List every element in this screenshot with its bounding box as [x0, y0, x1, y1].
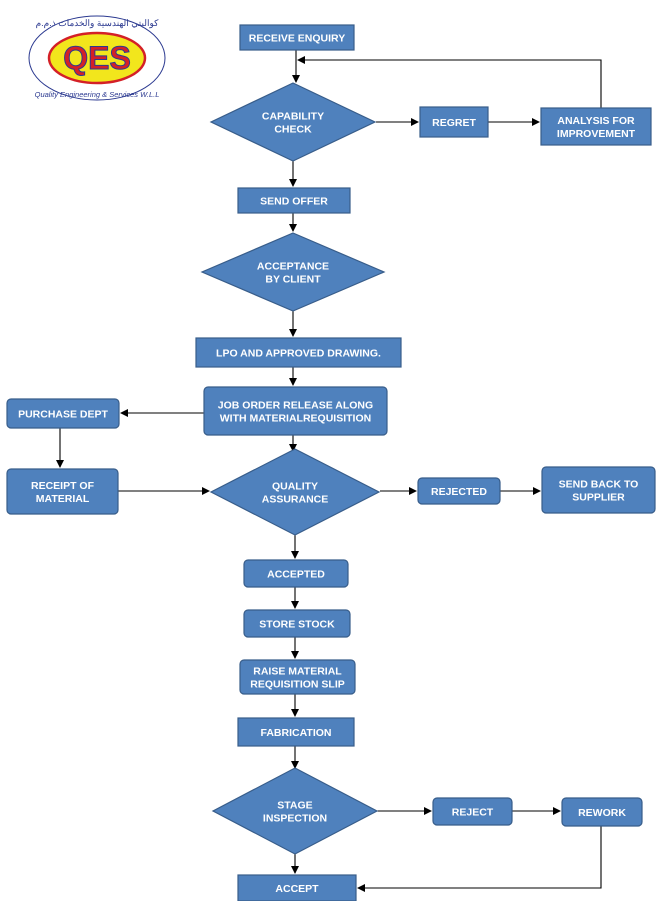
node-fabrication-label: FABRICATION	[261, 727, 332, 739]
node-send-offer: SEND OFFER	[237, 187, 351, 214]
node-send-offer-shape	[237, 187, 351, 214]
node-analysis-label: IMPROVEMENT	[557, 128, 636, 140]
node-acceptance-label: ACCEPTANCE	[257, 261, 329, 273]
node-quality-label: ASSURANCE	[262, 494, 329, 506]
node-store-stock-shape	[243, 609, 351, 638]
node-quality-shape	[209, 448, 381, 536]
node-lpo: LPO AND APPROVED DRAWING.	[195, 337, 402, 368]
node-analysis-label: ANALYSIS FOR	[557, 115, 635, 127]
node-receive-enquiry-label: RECEIVE ENQUIRY	[249, 33, 345, 45]
node-regret: REGRET	[419, 106, 489, 138]
node-receipt-label: RECEIPT OF	[31, 480, 95, 492]
node-lpo-shape	[195, 337, 402, 368]
node-capability-check-shape	[209, 82, 377, 162]
node-rework: REWORK	[561, 797, 643, 827]
node-rejected-shape	[417, 477, 501, 505]
node-send-back-label: SUPPLIER	[572, 492, 625, 504]
node-send-back-label: SEND BACK TO	[559, 479, 639, 491]
node-job-order-label: WITH MATERIALREQUISITION	[220, 413, 371, 425]
node-job-order-label: JOB ORDER RELEASE ALONG	[218, 400, 373, 412]
node-accepted: ACCEPTED	[243, 559, 349, 588]
node-accepted-shape	[243, 559, 349, 588]
node-capability-check-label: CHECK	[274, 124, 312, 136]
node-capability-check-label: CAPABILITY	[262, 111, 324, 123]
node-fabrication: FABRICATION	[237, 717, 355, 747]
logo-arabic-text: كواليتي الهندسية والخدمات ذ.م.م	[36, 18, 160, 29]
node-rejected-label: REJECTED	[431, 486, 487, 498]
flow-connectors	[56, 50, 602, 892]
node-rework-label: REWORK	[578, 807, 626, 819]
node-receive-enquiry: RECEIVE ENQUIRY	[239, 24, 355, 51]
node-fabrication-shape	[237, 717, 355, 747]
node-analysis-shape	[540, 107, 652, 146]
node-store-stock: STORE STOCK	[243, 609, 351, 638]
node-send-back-shape	[541, 466, 656, 514]
node-stage-inspection-label: INSPECTION	[263, 813, 327, 825]
node-receipt-shape	[6, 468, 119, 515]
node-reject-label: REJECT	[452, 807, 494, 819]
node-regret-shape	[419, 106, 489, 138]
node-job-order-shape	[203, 386, 388, 436]
node-reject: REJECT	[432, 797, 513, 826]
node-rework-shape	[561, 797, 643, 827]
node-accept-shape	[237, 874, 357, 901]
node-purchase: PURCHASE DEPT	[6, 398, 120, 429]
node-purchase-shape	[6, 398, 120, 429]
node-quality-label: QUALITY	[272, 481, 318, 493]
node-accept: ACCEPT	[237, 874, 357, 901]
node-raise-slip-shape	[239, 659, 356, 695]
node-acceptance-label: BY CLIENT	[265, 274, 321, 286]
node-rejected: REJECTED	[417, 477, 501, 505]
node-stage-inspection-shape	[211, 767, 379, 855]
node-raise-slip: RAISE MATERIALREQUISITION SLIP	[239, 659, 356, 695]
logo-abbr: QES	[63, 40, 131, 76]
logo-english-text: Quality Engineering & Services W.L.L	[35, 90, 160, 99]
node-receive-enquiry-shape	[239, 24, 355, 51]
node-store-stock-label: STORE STOCK	[259, 619, 335, 631]
node-acceptance-shape	[200, 232, 386, 312]
node-reject-shape	[432, 797, 513, 826]
node-send-offer-label: SEND OFFER	[260, 196, 328, 208]
node-purchase-label: PURCHASE DEPT	[18, 409, 108, 421]
node-lpo-label: LPO AND APPROVED DRAWING.	[216, 348, 381, 360]
node-receipt-label: MATERIAL	[36, 493, 90, 505]
node-accept-label: ACCEPT	[275, 883, 319, 895]
node-stage-inspection-label: STAGE	[277, 800, 312, 812]
node-accepted-label: ACCEPTED	[267, 569, 325, 581]
node-raise-slip-label: RAISE MATERIAL	[253, 666, 342, 678]
node-raise-slip-label: REQUISITION SLIP	[250, 679, 345, 691]
qes-logo: QES كواليتي الهندسية والخدمات ذ.م.م Qual…	[28, 15, 166, 101]
node-regret-label: REGRET	[432, 117, 476, 129]
